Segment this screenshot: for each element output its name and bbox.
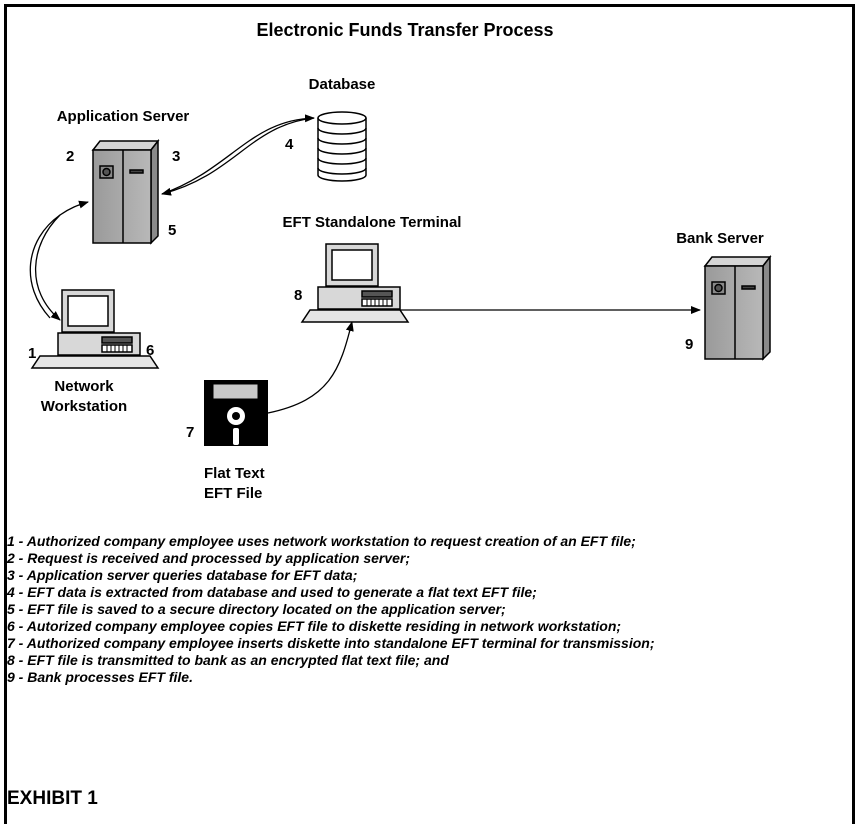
step-number-1: 1 bbox=[28, 345, 37, 362]
connector-appserver-to-database bbox=[161, 114, 315, 195]
bank-server-icon bbox=[703, 254, 772, 361]
step-number-3: 3 bbox=[172, 148, 181, 165]
connector-workstation-to-appserver bbox=[29, 200, 89, 319]
step-item: 5 - EFT file is saved to a secure direct… bbox=[7, 601, 506, 617]
exhibit-label: EXHIBIT 1 bbox=[7, 788, 98, 809]
step-number-4: 4 bbox=[285, 136, 294, 153]
step-number-8: 8 bbox=[294, 287, 303, 304]
step-item: 8 - EFT file is transmitted to bank as a… bbox=[7, 652, 449, 668]
network-workstation-label-line2: Workstation bbox=[40, 398, 128, 415]
step-number-9: 9 bbox=[685, 336, 694, 353]
step-number-6: 6 bbox=[146, 342, 155, 359]
figure-frame bbox=[4, 4, 855, 824]
flat-file-label-line2: EFT File bbox=[204, 485, 263, 502]
eft-terminal-icon bbox=[300, 243, 410, 323]
step-number-7: 7 bbox=[186, 424, 195, 441]
step-item: 4 - EFT data is extracted from database … bbox=[7, 584, 537, 600]
diagram-title: Electronic Funds Transfer Process bbox=[256, 20, 554, 40]
step-item: 1 - Authorized company employee uses net… bbox=[7, 533, 636, 549]
step-item: 7 - Authorized company employee inserts … bbox=[7, 635, 655, 651]
flat-file-label: Flat Text EFT File bbox=[204, 464, 265, 504]
step-item: 2 - Request is received and processed by… bbox=[7, 550, 411, 566]
connector-file-to-terminal bbox=[267, 321, 354, 414]
connector-database-to-appserver bbox=[161, 117, 315, 196]
eft-terminal-label: EFT Standalone Terminal bbox=[282, 214, 462, 231]
eft-flow-diagram bbox=[29, 111, 772, 446]
network-workstation-icon bbox=[30, 289, 160, 369]
flat-file-label-line1: Flat Text bbox=[204, 465, 265, 482]
diskette-icon bbox=[204, 380, 268, 446]
application-server-icon bbox=[91, 138, 160, 245]
database-label: Database bbox=[308, 76, 376, 93]
bank-server-label: Bank Server bbox=[676, 230, 764, 247]
steps-list: 1 - Authorized company employee uses net… bbox=[7, 533, 857, 686]
network-workstation-label-line1: Network bbox=[54, 378, 114, 395]
step-number-5: 5 bbox=[168, 222, 177, 239]
network-workstation-label: Network Workstation bbox=[41, 377, 127, 417]
application-server-label: Application Server bbox=[56, 108, 190, 125]
step-item: 3 - Application server queries database … bbox=[7, 567, 358, 583]
step-number-2: 2 bbox=[66, 148, 75, 165]
step-item: 6 - Autorized company employee copies EF… bbox=[7, 618, 622, 634]
database-icon bbox=[317, 111, 367, 182]
connector-appserver-to-workstation bbox=[34, 214, 61, 321]
step-item: 9 - Bank processes EFT file. bbox=[7, 669, 193, 685]
